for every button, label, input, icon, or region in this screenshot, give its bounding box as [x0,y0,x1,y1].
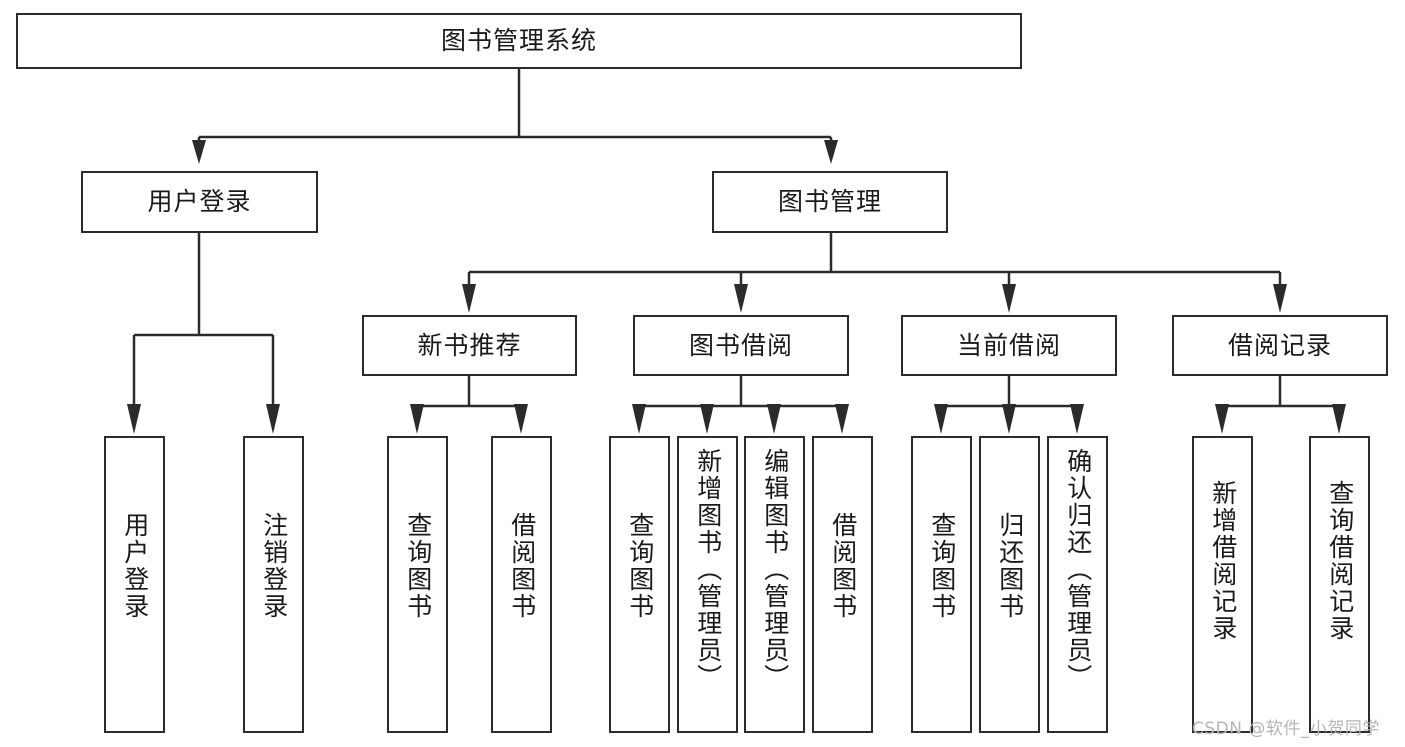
node-leaf-logout[interactable]: 注销登录 [243,436,304,733]
node-current-borrow-label: 当前借阅 [956,330,1061,360]
node-leaf-borrow-book-recommend[interactable]: 借阅图书 [491,436,552,733]
node-new-book-recommend-label: 新书推荐 [417,330,522,360]
node-book-borrow-label: 图书借阅 [688,330,793,360]
node-leaf-edit-book-admin-label: 编辑图书（管理员） [760,448,790,691]
node-leaf-add-borrow-record-label: 新增借阅记录 [1208,480,1238,642]
node-leaf-add-book-admin[interactable]: 新增图书（管理员） [677,436,738,733]
node-leaf-borrow-book[interactable]: 借阅图书 [812,436,873,733]
node-book-management[interactable]: 图书管理 [712,171,948,233]
node-leaf-user-login[interactable]: 用户登录 [104,436,165,733]
node-leaf-query-book-recommend-label: 查询图书 [403,512,433,620]
node-leaf-query-book-borrow[interactable]: 查询图书 [609,436,670,733]
node-book-borrow[interactable]: 图书借阅 [633,315,849,376]
node-leaf-borrow-book-label: 借阅图书 [828,512,858,620]
node-leaf-query-book-borrow-label: 查询图书 [625,512,655,620]
node-new-book-recommend[interactable]: 新书推荐 [362,315,577,376]
node-leaf-borrow-book-recommend-label: 借阅图书 [507,512,537,620]
node-leaf-query-borrow-record[interactable]: 查询借阅记录 [1309,436,1370,733]
node-leaf-query-book-recommend[interactable]: 查询图书 [387,436,448,733]
node-leaf-add-book-admin-label: 新增图书（管理员） [693,448,723,691]
node-leaf-logout-label: 注销登录 [259,512,289,620]
node-root-label: 图书管理系统 [440,26,597,56]
node-leaf-edit-book-admin[interactable]: 编辑图书（管理员） [744,436,805,733]
node-leaf-return-book-label: 归还图书 [995,512,1025,620]
node-leaf-query-book-current[interactable]: 查询图书 [911,436,972,733]
node-leaf-query-book-current-label: 查询图书 [927,512,957,620]
node-leaf-confirm-return-admin[interactable]: 确认归还（管理员） [1047,436,1108,733]
node-book-management-label: 图书管理 [777,187,882,217]
node-leaf-user-login-label: 用户登录 [120,512,150,620]
node-borrow-record-label: 借阅记录 [1227,330,1332,360]
node-leaf-return-book[interactable]: 归还图书 [979,436,1040,733]
node-user-login-label: 用户登录 [147,187,252,217]
node-leaf-query-borrow-record-label: 查询借阅记录 [1325,480,1355,642]
watermark-text: CSDN @软件_小贺同学 [1192,719,1380,739]
node-leaf-add-borrow-record[interactable]: 新增借阅记录 [1192,436,1253,733]
node-root[interactable]: 图书管理系统 [16,13,1022,69]
node-leaf-confirm-return-admin-label: 确认归还（管理员） [1063,448,1093,691]
node-user-login[interactable]: 用户登录 [81,171,318,233]
node-borrow-record[interactable]: 借阅记录 [1172,315,1388,376]
node-current-borrow[interactable]: 当前借阅 [901,315,1117,376]
